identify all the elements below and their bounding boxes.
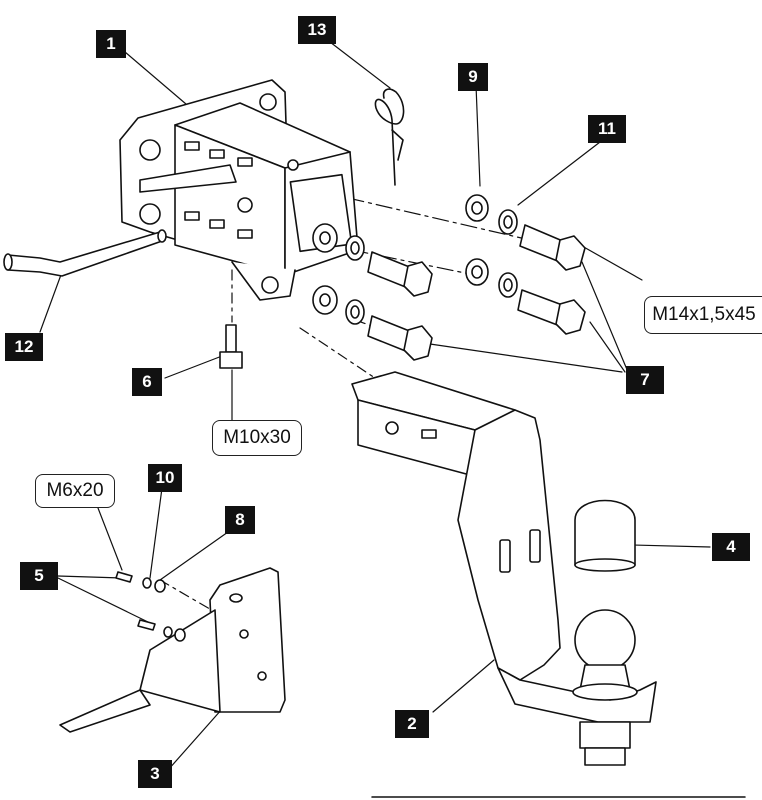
- callout-10: 10: [148, 464, 182, 492]
- callout-9: 9: [458, 63, 488, 91]
- spec-bolt-m14: M14x1,5x45: [644, 296, 762, 334]
- callout-4: 4: [712, 533, 750, 561]
- callout-7: 7: [626, 366, 664, 394]
- spec-bolt-m6: M6x20: [35, 474, 115, 508]
- callout-6: 6: [132, 368, 162, 396]
- callout-2: 2: [395, 710, 429, 738]
- part-12-handle-rod: [3, 229, 167, 277]
- part-4-ball-cover: [574, 499, 636, 572]
- tow-ball: [572, 609, 638, 766]
- spec-bolt-m10: M10x30: [212, 420, 302, 456]
- callout-5: 5: [20, 562, 58, 590]
- parts-5-8-10-hardware: [115, 571, 186, 642]
- callout-8: 8: [225, 506, 255, 534]
- part-3-bracket: [59, 567, 286, 733]
- callout-13: 13: [298, 16, 336, 44]
- part-6-bolt: [219, 324, 243, 369]
- callout-1: 1: [96, 30, 126, 58]
- leader-lines: [39, 41, 711, 771]
- part-13-r-clip: [374, 88, 405, 186]
- washers-and-bolts-7-9-11: [312, 194, 586, 361]
- callout-11: 11: [588, 115, 626, 143]
- part-1-hitch-receiver: [119, 79, 359, 301]
- callout-12: 12: [5, 333, 43, 361]
- callout-3: 3: [138, 760, 172, 788]
